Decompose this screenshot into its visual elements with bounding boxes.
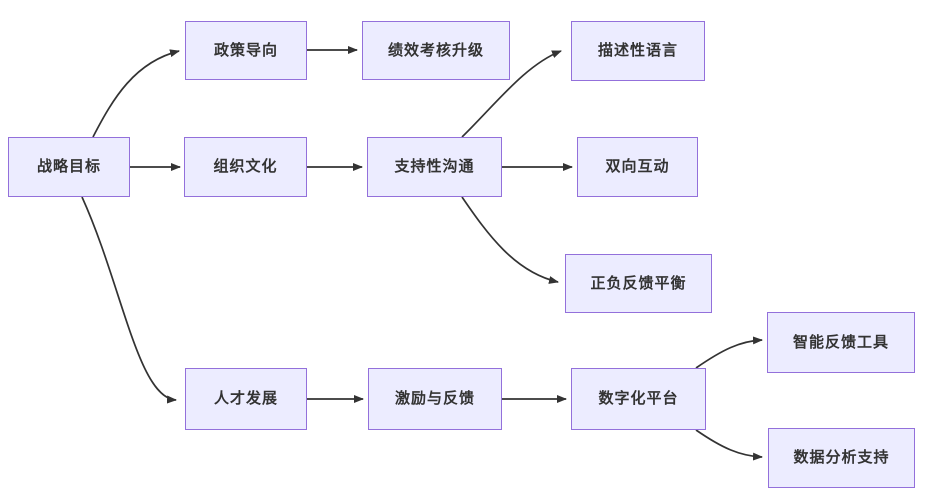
node-label-positive-negative-feedback-balance: 正负反馈平衡 <box>590 274 687 292</box>
node-label-policy-orientation: 政策导向 <box>213 41 278 59</box>
node-incentive-and-feedback: 激励与反馈 <box>368 368 502 430</box>
edge-supportive-communication-to-positive-negative-feedback-balance <box>461 196 559 284</box>
node-label-descriptive-language: 描述性语言 <box>597 42 678 59</box>
edge-strategic-goals-to-policy-orientation <box>92 49 180 138</box>
node-smart-feedback-tools: 智能反馈工具 <box>767 312 915 373</box>
node-label-talent-development: 人才发展 <box>213 390 278 407</box>
node-label-digital-platform: 数字化平台 <box>598 390 679 407</box>
node-label-data-analysis-support: 数据分析支持 <box>793 449 890 466</box>
node-descriptive-language: 描述性语言 <box>571 21 705 81</box>
edge-strategic-goals-to-talent-development <box>81 196 177 404</box>
node-label-two-way-interaction: 双向互动 <box>605 158 670 175</box>
edge-supportive-communication-to-descriptive-language <box>461 50 562 138</box>
node-label-smart-feedback-tools: 智能反馈工具 <box>792 333 889 351</box>
node-digital-platform: 数字化平台 <box>571 368 706 430</box>
node-positive-negative-feedback-balance: 正负反馈平衡 <box>565 254 712 313</box>
node-label-organizational-culture: 组织文化 <box>213 158 278 175</box>
node-two-way-interaction: 双向互动 <box>577 137 698 197</box>
edge-digital-platform-to-data-analysis-support <box>695 429 763 461</box>
node-label-supportive-communication: 支持性沟通 <box>394 158 475 175</box>
edge-digital-platform-to-smart-feedback-tools <box>695 336 763 369</box>
node-label-incentive-and-feedback: 激励与反馈 <box>394 390 475 407</box>
node-strategic-goals: 战略目标 <box>8 137 130 197</box>
node-policy-orientation: 政策导向 <box>185 21 307 80</box>
node-performance-appraisal-upgrade: 绩效考核升级 <box>362 21 510 80</box>
node-label-strategic-goals: 战略目标 <box>36 158 101 175</box>
node-organizational-culture: 组织文化 <box>184 137 307 197</box>
node-supportive-communication: 支持性沟通 <box>367 137 502 197</box>
node-talent-development: 人才发展 <box>185 368 307 430</box>
node-data-analysis-support: 数据分析支持 <box>768 428 915 488</box>
node-label-performance-appraisal-upgrade: 绩效考核升级 <box>387 41 484 59</box>
